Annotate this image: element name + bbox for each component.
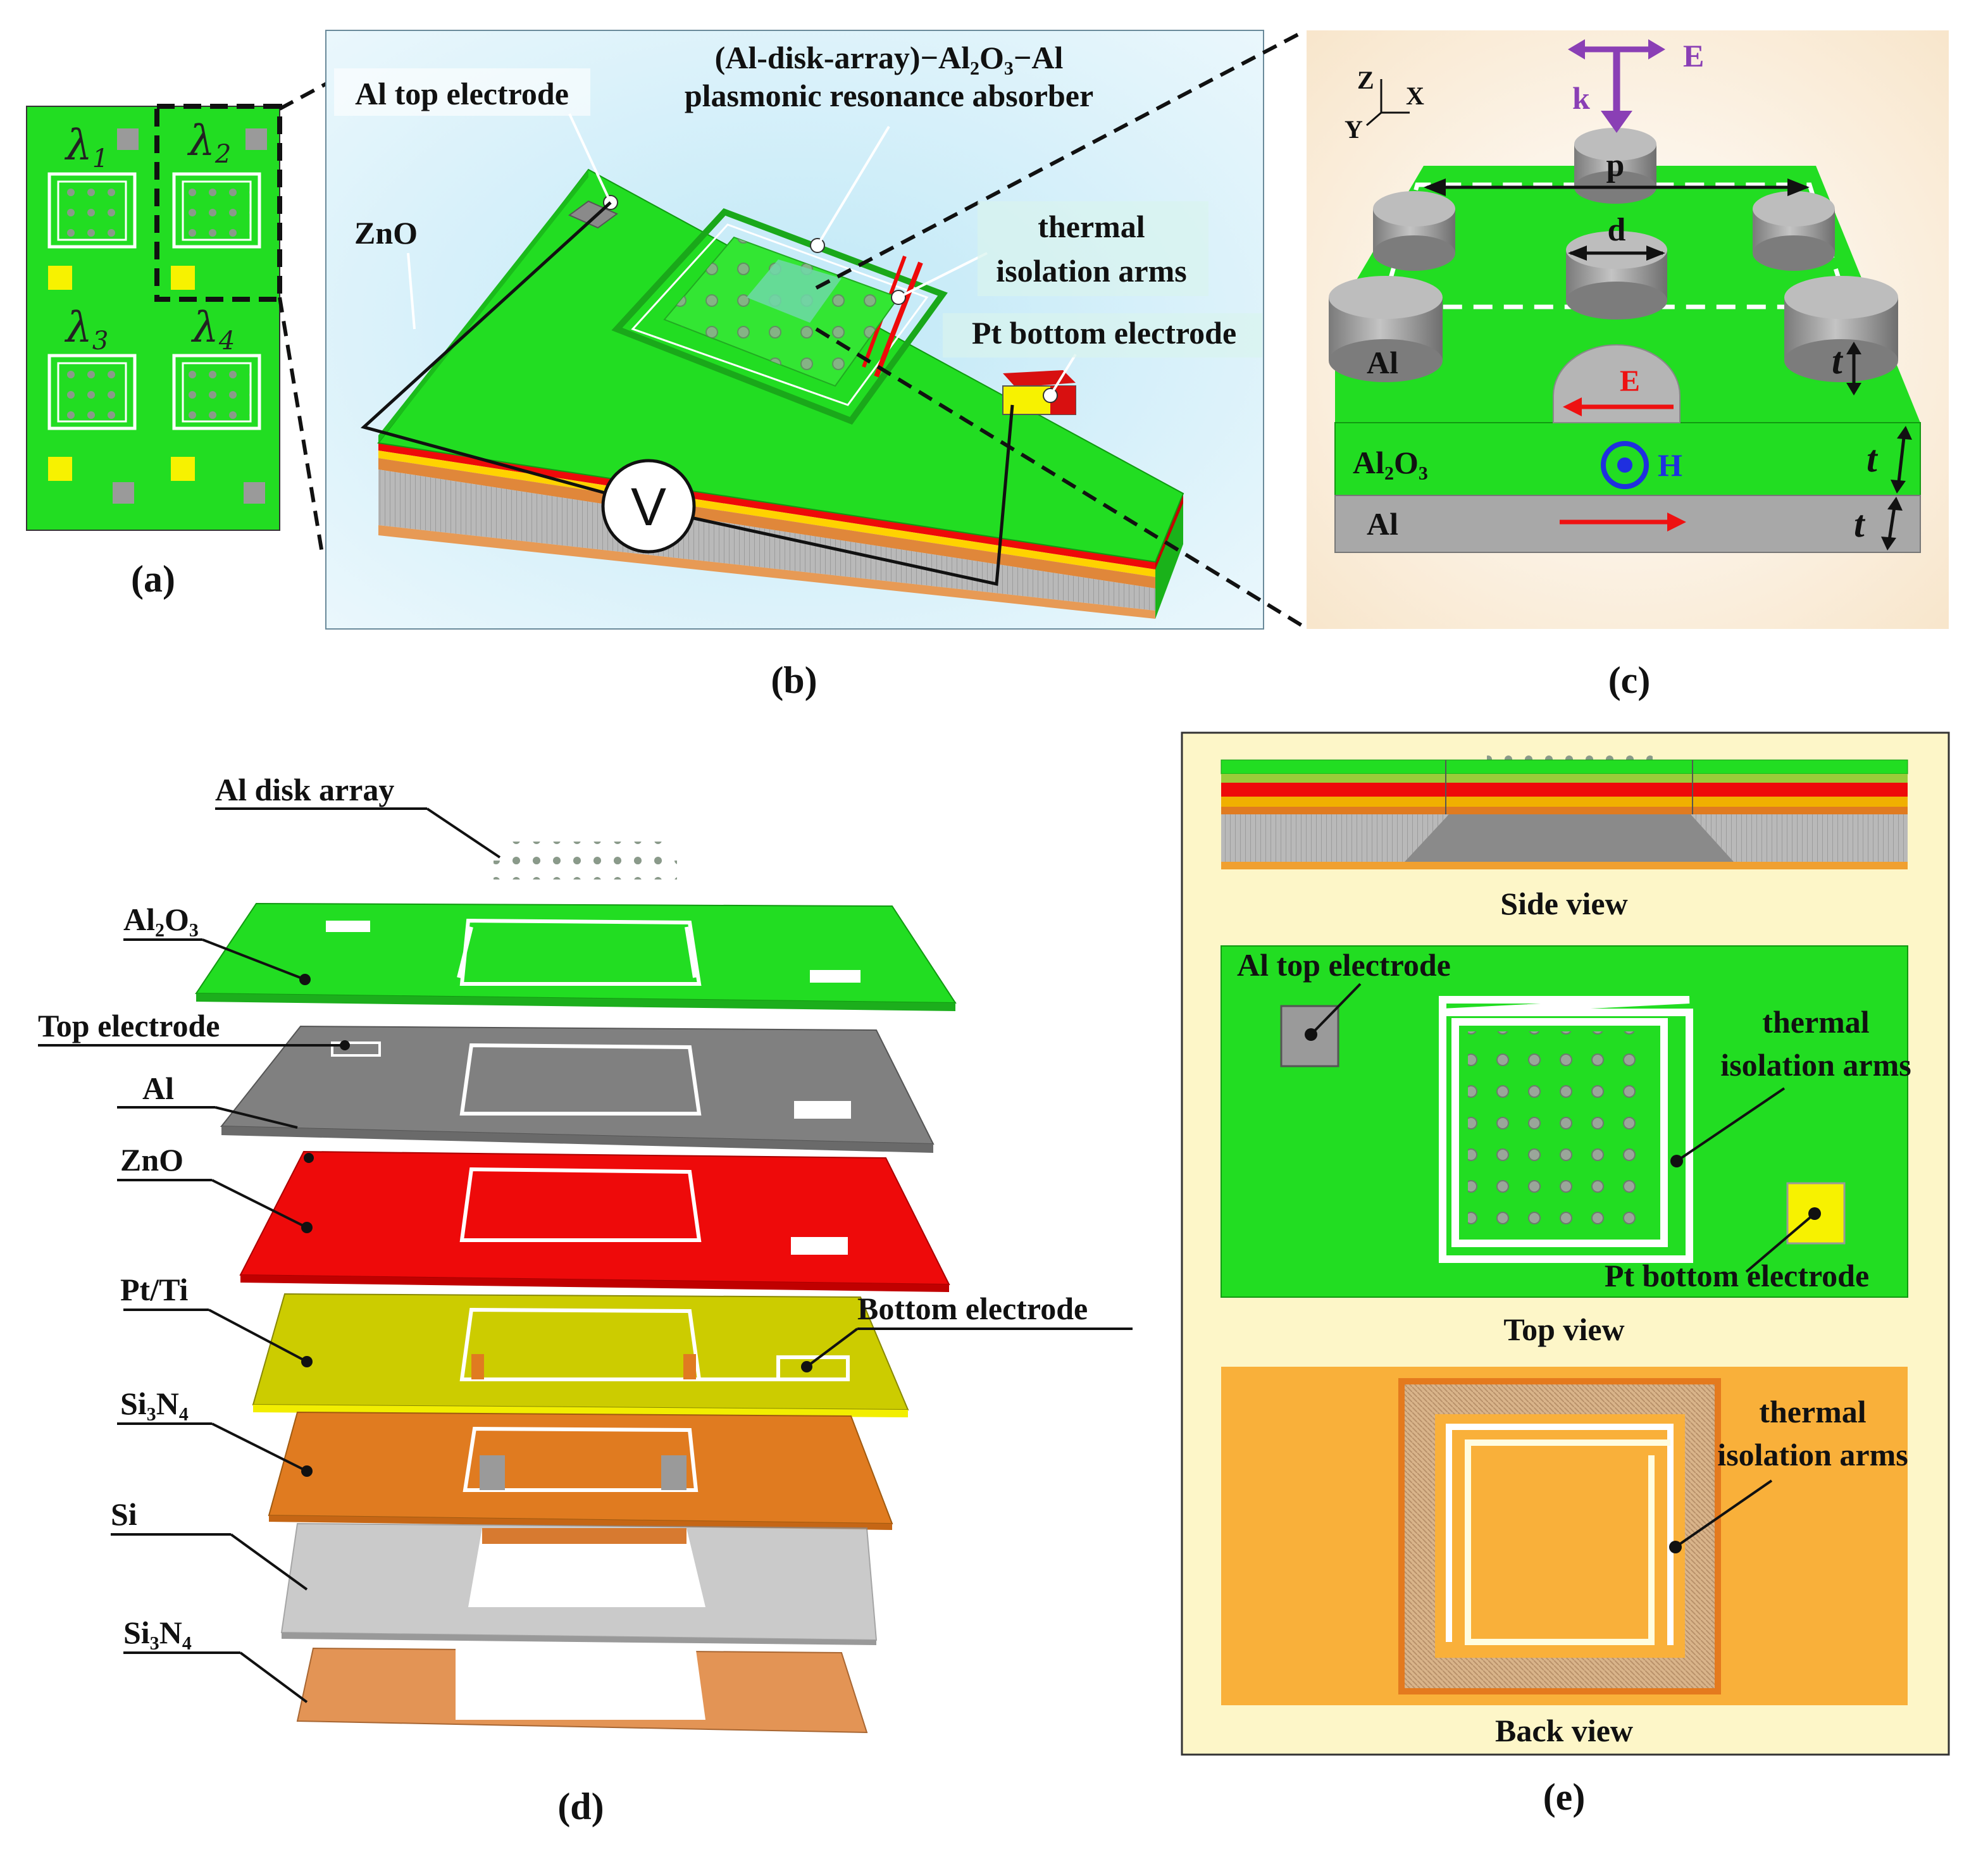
pad-yellow (48, 457, 72, 481)
pixel-3: λ3 (47, 303, 137, 481)
label-t1: t (1832, 340, 1844, 382)
panel-b: V Al top electrode (Al-disk-array)−Al₂O₃… (325, 30, 1305, 701)
absorber-highlight (747, 259, 842, 323)
caption-d: (d) (557, 1786, 604, 1827)
label-thermal-top-2: isolation arms (1720, 1047, 1911, 1083)
label-absorber-2: plasmonic resonance absorber (685, 78, 1093, 113)
pixel-1: λ1 (47, 121, 139, 290)
pad-grey (113, 482, 134, 504)
layer-al (220, 1025, 935, 1145)
incident-wave: E k (1568, 38, 1704, 133)
panel-d: Al disk array Al₂O₃ Top electrode Al (38, 772, 1133, 1827)
wire-top (360, 201, 612, 495)
label-k: k (1572, 80, 1590, 116)
disk-array-mini (494, 842, 677, 880)
label-top-electrode: Al top electrode (355, 76, 569, 111)
voltmeter (601, 459, 696, 554)
layer-label-si: Si (111, 1496, 137, 1532)
layer-label-si3n4-top: Si₃N₄ (120, 1386, 189, 1421)
layer-label-al: Al (142, 1071, 174, 1106)
zoom-line (815, 30, 1305, 290)
label-thermal-1: thermal (1038, 209, 1145, 244)
device-3d (377, 168, 1184, 619)
layer-label-disk-array: Al disk array (215, 772, 394, 807)
label-bottom-electrode-e: Pt bottom electrode (1605, 1258, 1869, 1293)
label-d: d (1608, 212, 1626, 248)
label-t2: t (1867, 438, 1879, 480)
label-zno: ZnO (354, 215, 418, 251)
voltmeter-label: V (631, 477, 666, 537)
label-al-base: Al (1367, 506, 1398, 542)
layer-label-si3n4-bottom: Si₃N₄ (123, 1615, 192, 1650)
zoom-line (278, 80, 330, 111)
bottom-electrode-pad (1786, 1182, 1846, 1245)
layer-label-zno: ZnO (120, 1142, 183, 1178)
layer-label-bottom-electrode: Bottom electrode (857, 1291, 1088, 1326)
axis-y: Y (1345, 115, 1363, 144)
pad-grey (117, 128, 139, 150)
pad-yellow (171, 266, 195, 290)
back-view: thermal isolation arms Back view (1221, 1367, 1908, 1748)
wire-bottom (690, 404, 1014, 587)
selection-box (154, 104, 282, 302)
axis-z: Z (1357, 66, 1374, 94)
lambda-2: λ2 (187, 116, 231, 169)
caption-e: (e) (1543, 1776, 1586, 1818)
layer-label-ptti: Pt/Ti (120, 1272, 189, 1307)
pad-grey (245, 128, 267, 150)
zoom-line (278, 297, 325, 557)
pixel-4: λ4 (113, 303, 265, 504)
layer-label-top-electrode: Top electrode (38, 1008, 220, 1043)
pad-yellow (171, 457, 195, 481)
label-top-view: Top view (1503, 1312, 1624, 1347)
label-thermal-2: isolation arms (996, 253, 1186, 289)
label-e-field: E (1620, 364, 1640, 398)
pad-grey (244, 482, 265, 504)
layer-al2o3 (195, 902, 957, 1004)
lambda-4: λ4 (190, 303, 235, 356)
top-view: Al top electrode thermal isolation arms … (1221, 945, 1911, 1347)
label-al2o3: Al₂O₃ (1353, 445, 1428, 480)
panel-a: λ1 λ2 λ3 λ4 (a) (26, 80, 330, 600)
lambda-1: λ1 (64, 121, 108, 173)
pixel-2: λ2 (171, 116, 267, 290)
label-absorber-1: (Al-disk-array)−Al₂O₃−Al (715, 40, 1064, 75)
label-t3: t (1854, 503, 1866, 545)
label-thermal-back-1: thermal (1759, 1394, 1866, 1429)
label-h: H (1658, 447, 1682, 483)
caption-c: (c) (1608, 659, 1651, 701)
unit-cell (1379, 182, 1851, 309)
label-thermal-back-2: isolation arms (1717, 1437, 1908, 1472)
lambda-3: λ3 (64, 303, 108, 356)
label-bottom-electrode: Pt bottom electrode (972, 315, 1236, 351)
h-field-symbol (1601, 441, 1649, 489)
caption-a: (a) (131, 558, 175, 600)
label-p: p (1606, 147, 1625, 183)
panel-c: p d t t t Z X Y E k E (1307, 30, 1949, 701)
label-side-view: Side view (1500, 886, 1627, 921)
side-view: Side view (1221, 749, 1908, 921)
label-top-electrode-e: Al top electrode (1237, 947, 1451, 983)
label-e-incident: E (1683, 38, 1704, 73)
pad-yellow (48, 266, 72, 290)
layer-label-al2o3: Al₂O₃ (123, 902, 199, 937)
caption-b: (b) (771, 659, 817, 701)
label-thermal-top-1: thermal (1762, 1004, 1869, 1040)
label-back-view: Back view (1495, 1713, 1633, 1748)
panel-e: Side view Al top electrode thermal isola… (1181, 731, 1950, 1818)
axis-x: X (1406, 82, 1424, 110)
disk-cross-section (1553, 344, 1680, 423)
axes-icon: Z X Y (1345, 66, 1424, 144)
label-al-disk: Al (1367, 345, 1398, 380)
